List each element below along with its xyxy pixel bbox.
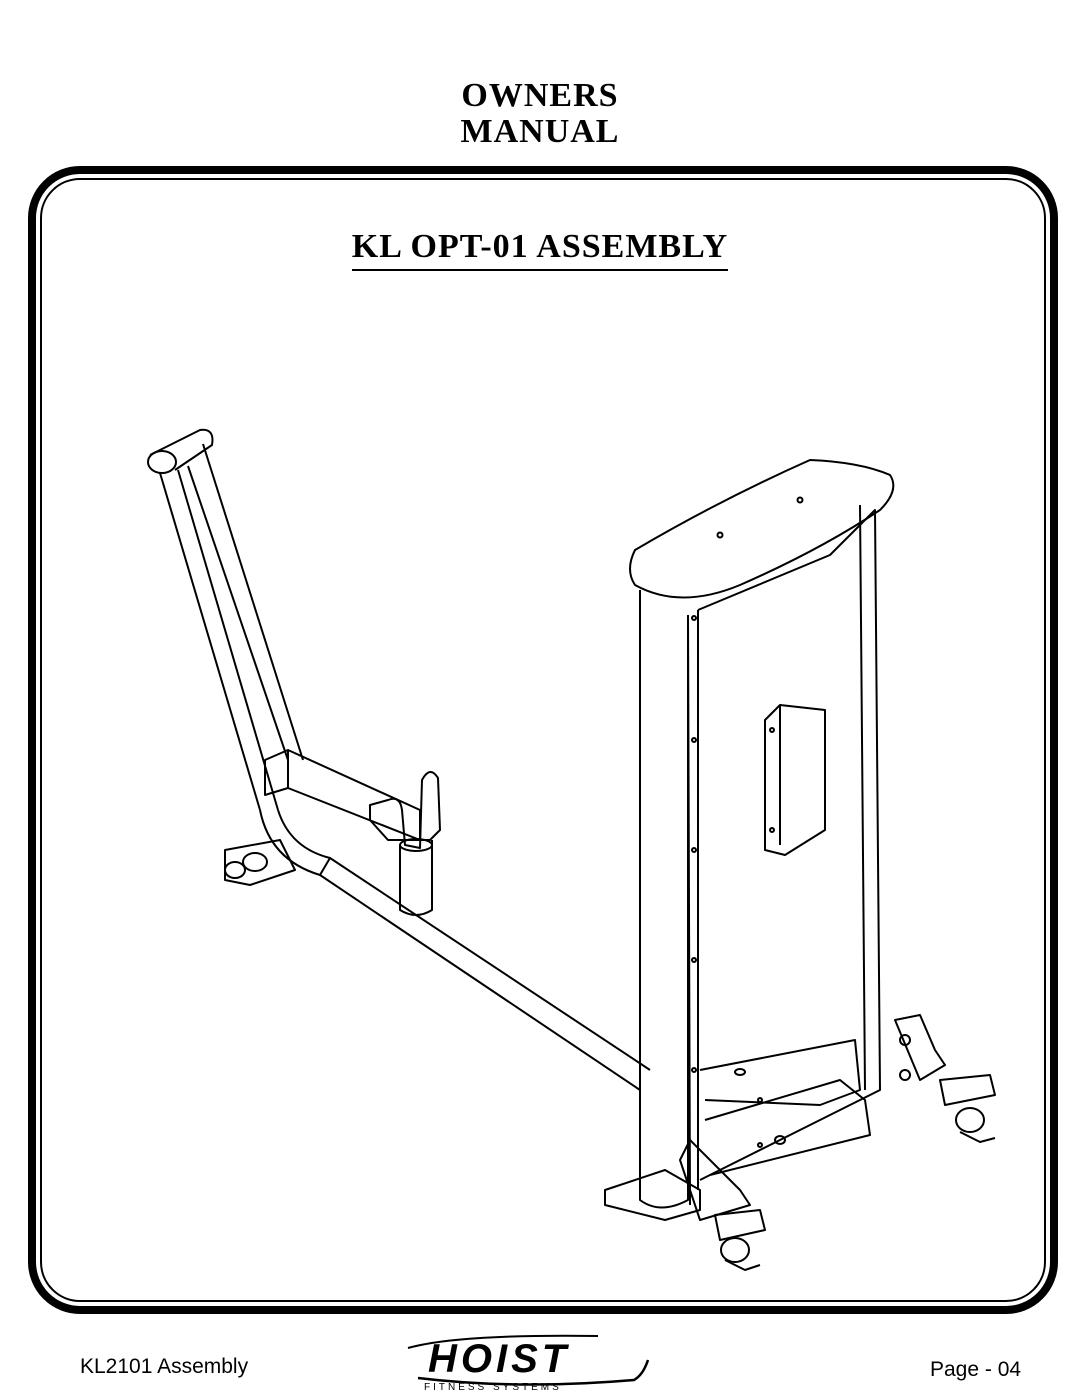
cross-tube [264,749,421,841]
base-rail [259,809,651,1091]
hoist-logo: HOIST FITNESS SYSTEMS [407,1334,650,1392]
header-line-2: MANUAL [460,113,620,150]
front-caster [679,1139,766,1271]
base-plate [604,1169,701,1221]
outer-frame [28,166,1058,1314]
upright-post [629,459,895,1209]
footer-page-number: Page - 04 [930,1358,1022,1381]
header-line-1: OWNERS [461,77,619,114]
footer-document-name: KL2101 Assembly [80,1355,249,1378]
logo-tagline: FITNESS SYSTEMS [424,1382,562,1392]
logo-brand: HOIST [428,1337,570,1381]
handle-tube [147,428,304,811]
assembly-title-text: KL OPT-01 ASSEMBLY [351,228,729,271]
assembly-drawing [147,428,996,1271]
inner-frame [40,178,1046,1302]
left-pivot [224,839,296,886]
manual-header: OWNERS MANUAL [0,78,1080,150]
lower-frame [699,1039,871,1176]
assembly-title: KL OPT-01 ASSEMBLY [0,228,1080,271]
pad-holder [369,771,441,916]
rear-caster [894,1014,996,1143]
